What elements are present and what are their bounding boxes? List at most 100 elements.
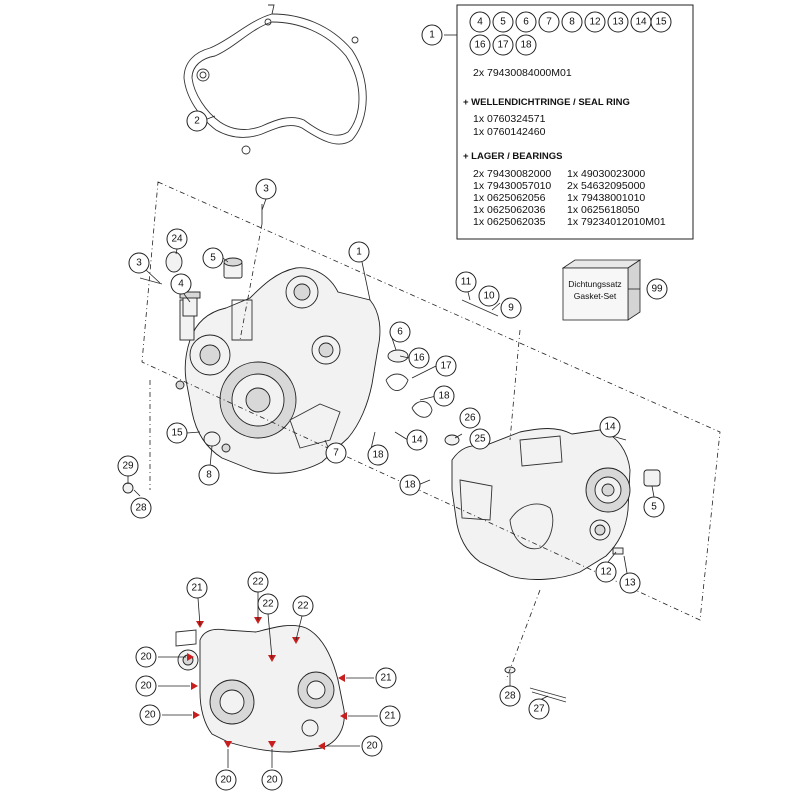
- gasket-set-label-de: Dichtungssatz: [568, 279, 621, 289]
- kit-parts-table: 4 5 6 7 8 12 13 14 15 16 17 18 2x 794300…: [444, 4, 694, 240]
- callout-20[interactable]: 20: [135, 675, 157, 697]
- kit-part-7[interactable]: 7: [538, 11, 560, 33]
- callout-20[interactable]: 20: [139, 704, 161, 726]
- svg-text:20: 20: [140, 652, 152, 663]
- callout-16[interactable]: 16: [408, 347, 430, 369]
- callout-4[interactable]: 4: [170, 273, 192, 295]
- svg-text:16: 16: [474, 40, 486, 51]
- callout-27[interactable]: 27: [528, 698, 550, 720]
- assembly-lines: [141, 181, 721, 681]
- callout-1[interactable]: 1: [348, 241, 370, 263]
- kit-part-14[interactable]: 14: [630, 11, 652, 33]
- callout-25[interactable]: 25: [469, 428, 491, 450]
- kit-part-18[interactable]: 18: [515, 34, 537, 56]
- svg-text:28: 28: [135, 503, 147, 514]
- callout-18[interactable]: 18: [399, 474, 421, 496]
- callout-11[interactable]: 11: [455, 271, 477, 293]
- svg-text:14: 14: [635, 17, 647, 28]
- bearing-item: 1x 79234012010M01: [567, 216, 666, 228]
- callout-22[interactable]: 22: [247, 571, 269, 593]
- svg-text:14: 14: [411, 435, 423, 446]
- callout-14[interactable]: 14: [599, 416, 621, 438]
- svg-text:27: 27: [533, 704, 545, 715]
- callout-2[interactable]: 2: [186, 110, 208, 132]
- small-parts: [122, 204, 661, 703]
- svg-text:15: 15: [655, 17, 667, 28]
- callout-99[interactable]: 99: [646, 278, 668, 300]
- callout-20[interactable]: 20: [215, 769, 237, 791]
- callout-18[interactable]: 18: [367, 444, 389, 466]
- callout-20[interactable]: 20: [135, 646, 157, 668]
- callout-17[interactable]: 17: [435, 355, 457, 377]
- callout-24[interactable]: 24: [166, 228, 188, 250]
- callout-20[interactable]: 20: [261, 769, 283, 791]
- svg-text:5: 5: [651, 502, 657, 513]
- callout-26[interactable]: 26: [459, 407, 481, 429]
- callout-21[interactable]: 21: [186, 577, 208, 599]
- svg-text:20: 20: [366, 741, 378, 752]
- svg-text:18: 18: [372, 450, 384, 461]
- svg-text:21: 21: [380, 673, 392, 684]
- svg-text:10: 10: [483, 291, 495, 302]
- seal-heading: + WELLENDICHTRINGE / SEAL RING: [463, 97, 630, 108]
- bearing-item: 1x 0625062035: [473, 216, 546, 228]
- gasket-set-label-en: Gasket-Set: [574, 291, 617, 301]
- callout-9[interactable]: 9: [500, 297, 522, 319]
- svg-text:22: 22: [262, 599, 274, 610]
- svg-text:15: 15: [171, 428, 183, 439]
- svg-text:4: 4: [178, 279, 184, 290]
- svg-text:2: 2: [194, 116, 200, 127]
- svg-text:26: 26: [464, 413, 476, 424]
- svg-text:8: 8: [569, 17, 575, 28]
- callout-21[interactable]: 21: [379, 705, 401, 727]
- kit-part-15[interactable]: 15: [650, 11, 672, 33]
- svg-text:8: 8: [206, 470, 212, 481]
- callout-13[interactable]: 13: [619, 572, 641, 594]
- svg-text:18: 18: [520, 40, 532, 51]
- left-crankcase-drawing: [175, 267, 381, 474]
- gasket-set-box: Dichtungssatz Gasket-Set: [561, 259, 642, 321]
- lower-crankcase-drawing: [175, 625, 345, 753]
- svg-text:20: 20: [140, 681, 152, 692]
- callout-18[interactable]: 18: [433, 385, 455, 407]
- callout-22[interactable]: 22: [292, 595, 314, 617]
- callout-28[interactable]: 28: [130, 497, 152, 519]
- svg-text:3: 3: [136, 258, 142, 269]
- callout-3[interactable]: 3: [255, 178, 277, 200]
- right-crankcase-drawing: [451, 428, 631, 580]
- svg-text:28: 28: [504, 691, 516, 702]
- callout-29[interactable]: 29: [117, 455, 139, 477]
- kit-part-8[interactable]: 8: [561, 11, 583, 33]
- callout-7[interactable]: 7: [325, 442, 347, 464]
- callout-8[interactable]: 8: [198, 464, 220, 486]
- callout-22[interactable]: 22: [257, 593, 279, 615]
- callout-12[interactable]: 12: [595, 561, 617, 583]
- callout-10[interactable]: 10: [478, 285, 500, 307]
- callout-3[interactable]: 3: [128, 252, 150, 274]
- kit-part-16[interactable]: 16: [469, 34, 491, 56]
- callout-6[interactable]: 6: [389, 321, 411, 343]
- callouts: 1 2 3 1 24 5 3 4 11 10 9 99 6 16 17 18 2…: [117, 24, 668, 791]
- kit-part-17[interactable]: 17: [492, 34, 514, 56]
- callout-21[interactable]: 21: [375, 667, 397, 689]
- kit-part-13[interactable]: 13: [607, 11, 629, 33]
- callout-20[interactable]: 20: [361, 735, 383, 757]
- kit-part-12[interactable]: 12: [584, 11, 606, 33]
- callout-14[interactable]: 14: [406, 429, 428, 451]
- callout-28[interactable]: 28: [499, 685, 521, 707]
- svg-text:11: 11: [461, 277, 472, 288]
- kit-part-6[interactable]: 6: [515, 11, 537, 33]
- callout-15[interactable]: 15: [166, 422, 188, 444]
- seal-item: 1x 0760142460: [473, 126, 546, 138]
- callout-5[interactable]: 5: [202, 247, 224, 269]
- bearing-item: 2x 54632095000: [567, 180, 645, 192]
- callout-1[interactable]: 1: [421, 24, 443, 46]
- seal-item: 1x 0760324571: [473, 113, 546, 125]
- kit-part-4[interactable]: 4: [469, 11, 491, 33]
- callout-5[interactable]: 5: [643, 496, 665, 518]
- svg-text:20: 20: [220, 775, 232, 786]
- kit-screws: 2x 79430084000M01: [473, 67, 572, 79]
- svg-text:13: 13: [624, 578, 636, 589]
- kit-part-5[interactable]: 5: [492, 11, 514, 33]
- svg-text:5: 5: [500, 17, 506, 28]
